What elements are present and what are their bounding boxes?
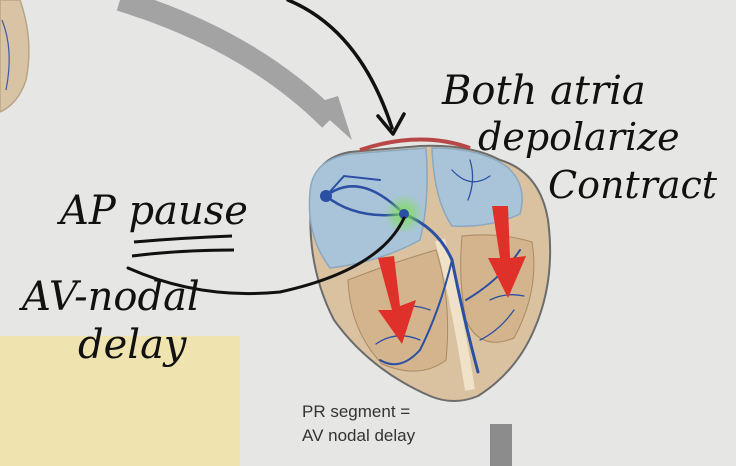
sticky-note bbox=[0, 336, 240, 466]
caption-line-1: PR segment = bbox=[302, 402, 411, 421]
scroll-hint-bar bbox=[490, 424, 512, 466]
annotation-delay: delay bbox=[78, 322, 188, 368]
annotation-both-atria: Both atria bbox=[441, 68, 646, 114]
annotation-ap-pause: AP pause bbox=[56, 188, 248, 234]
partial-heart-left bbox=[0, 0, 30, 113]
connector-line bbox=[126, 216, 406, 296]
caption-line-2: AV nodal delay bbox=[302, 426, 416, 445]
pointer-arrow bbox=[286, 0, 394, 130]
annotation-av-nodal: AV-nodal bbox=[18, 274, 200, 320]
pause-underline bbox=[133, 234, 233, 244]
depolarization-arrow bbox=[378, 206, 526, 344]
flow-arrow bbox=[116, 0, 338, 128]
annotation-contract: Contract bbox=[548, 163, 718, 207]
caption: PR segment = AV nodal delay bbox=[302, 400, 415, 448]
annotation-depolarize: depolarize bbox=[478, 115, 680, 159]
sa-node-marker bbox=[320, 190, 332, 202]
av-node-marker bbox=[399, 209, 409, 219]
